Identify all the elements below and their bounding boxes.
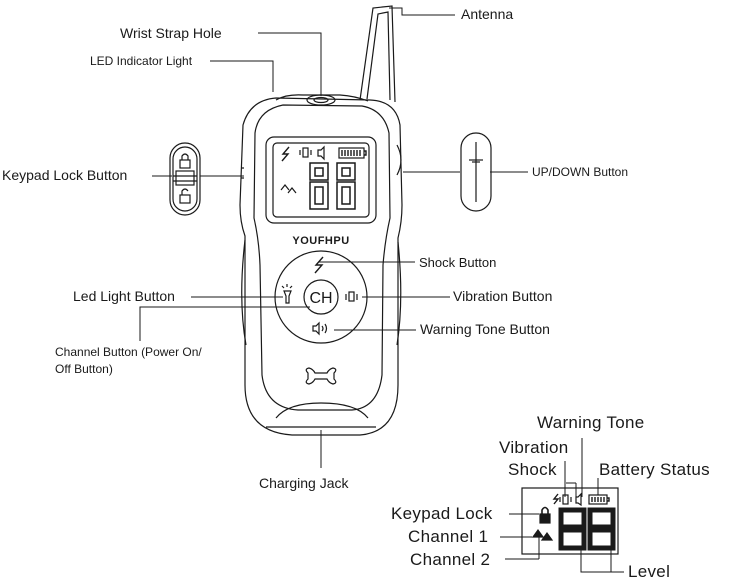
legend-level: Level [628, 562, 671, 581]
remote-body [239, 5, 403, 436]
warning-tone-button-label: Warning Tone Button [420, 321, 550, 337]
remote-lcd [265, 136, 377, 224]
legend-battery-status: Battery Status [599, 460, 710, 479]
charging-jack-label: Charging Jack [259, 475, 349, 491]
unlock-icon [179, 194, 191, 204]
warning-tone-icon [317, 145, 325, 161]
vibration-button-label: Vibration Button [453, 288, 553, 304]
up-down-detail [460, 132, 492, 212]
lock-icon [179, 159, 191, 169]
keypad-lock-detail [169, 142, 201, 216]
legend-shock: Shock [508, 460, 557, 479]
channel-icon [280, 184, 297, 194]
lock-legend-icon [539, 513, 551, 524]
leader-lines [139, 7, 528, 468]
vibration-icon [302, 147, 309, 158]
channel-button-label-line1: Channel Button (Power On/ [55, 345, 202, 359]
up-down-button-label: UP/DOWN Button [532, 165, 629, 179]
legend-keypad-lock: Keypad Lock [391, 504, 493, 523]
shock-button-label: Shock Button [419, 255, 497, 270]
ch-button-label: CH [309, 290, 332, 307]
antenna-label: Antenna [461, 6, 514, 22]
legend-vibration: Vibration [499, 438, 569, 457]
channel-button-label-line2: Off Button) [55, 362, 113, 376]
shock-legend-icon [552, 493, 560, 505]
led-light-icon [281, 284, 293, 304]
shock-icon [281, 146, 290, 162]
legend-warning-tone: Warning Tone [537, 413, 645, 432]
channel-legend-icon [531, 528, 554, 541]
bone-icon [305, 367, 337, 385]
display-legend-drawing [500, 438, 624, 573]
shock-button-icon [314, 256, 324, 274]
wrist-strap-hole-label: Wrist Strap Hole [120, 25, 222, 41]
vibration-button-icon [348, 291, 355, 302]
keypad-lock-button-label: Keypad Lock Button [2, 167, 128, 183]
battery-icon [338, 147, 365, 159]
legend-channel-2: Channel 2 [410, 550, 491, 569]
warning-tone-button-icon [312, 321, 328, 336]
button-pad [274, 250, 368, 344]
legend-channel-1: Channel 1 [408, 527, 489, 546]
led-indicator-light-label: LED Indicator Light [90, 54, 193, 68]
brand-logo: YOUFHPU [292, 235, 349, 247]
led-light-button-label: Led Light Button [73, 288, 175, 304]
